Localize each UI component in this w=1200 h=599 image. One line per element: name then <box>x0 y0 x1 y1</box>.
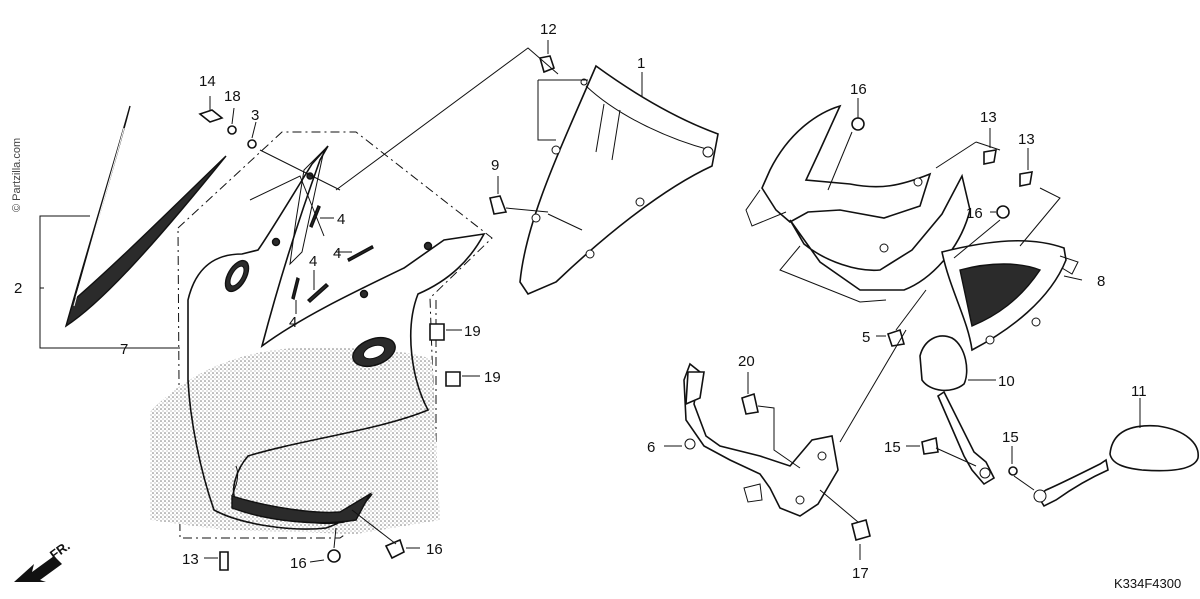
callout-4: 4 <box>337 211 345 228</box>
callout-13: 13 <box>182 551 199 568</box>
callout-4: 4 <box>333 245 341 262</box>
diagram-code: K334F4300 <box>1114 576 1181 591</box>
callout-13: 13 <box>1018 131 1035 148</box>
callout-1: 1 <box>637 55 645 72</box>
callout-8: 8 <box>1097 273 1105 290</box>
callout-12: 12 <box>540 21 557 38</box>
assembly-outline-cowl <box>177 131 493 539</box>
callout-6: 6 <box>647 439 655 456</box>
callout-10: 10 <box>998 373 1015 390</box>
callout-14: 14 <box>199 73 216 90</box>
callout-16: 16 <box>966 205 983 222</box>
callout-16: 16 <box>426 541 443 558</box>
cowl-stay <box>683 362 839 517</box>
callout-4: 4 <box>289 314 297 331</box>
callout-16: 16 <box>850 81 867 98</box>
small-decals <box>291 205 374 303</box>
callout-9: 9 <box>491 157 499 174</box>
callout-3: 3 <box>251 107 259 124</box>
right-mirror <box>1033 424 1199 508</box>
callout-19: 19 <box>464 323 481 340</box>
callout-20: 20 <box>738 353 755 370</box>
leader-lines <box>39 40 1141 563</box>
inner-cover <box>745 104 1079 352</box>
windscreen <box>519 64 719 295</box>
left-mirror <box>919 335 996 486</box>
stripe-decal <box>64 105 227 328</box>
callout-7: 7 <box>120 341 128 358</box>
fasteners <box>198 55 1033 571</box>
callout-labels: 1 2 3 4 4 4 4 5 6 7 8 9 10 11 12 13 13 1… <box>14 21 1147 582</box>
callout-19: 19 <box>484 369 501 386</box>
callout-17: 17 <box>852 565 869 582</box>
callout-2: 2 <box>14 280 22 297</box>
callout-11: 11 <box>1131 383 1147 400</box>
callout-16: 16 <box>290 555 307 572</box>
callout-15: 15 <box>1002 429 1019 446</box>
callout-13: 13 <box>980 109 997 126</box>
watermark: © Partzilla.com <box>11 138 23 212</box>
callout-4: 4 <box>309 253 317 270</box>
callout-18: 18 <box>224 88 241 105</box>
upper-cowl <box>150 145 486 534</box>
front-direction-arrow: FR. <box>14 538 73 582</box>
callout-5: 5 <box>862 329 870 346</box>
callout-15: 15 <box>884 439 901 456</box>
